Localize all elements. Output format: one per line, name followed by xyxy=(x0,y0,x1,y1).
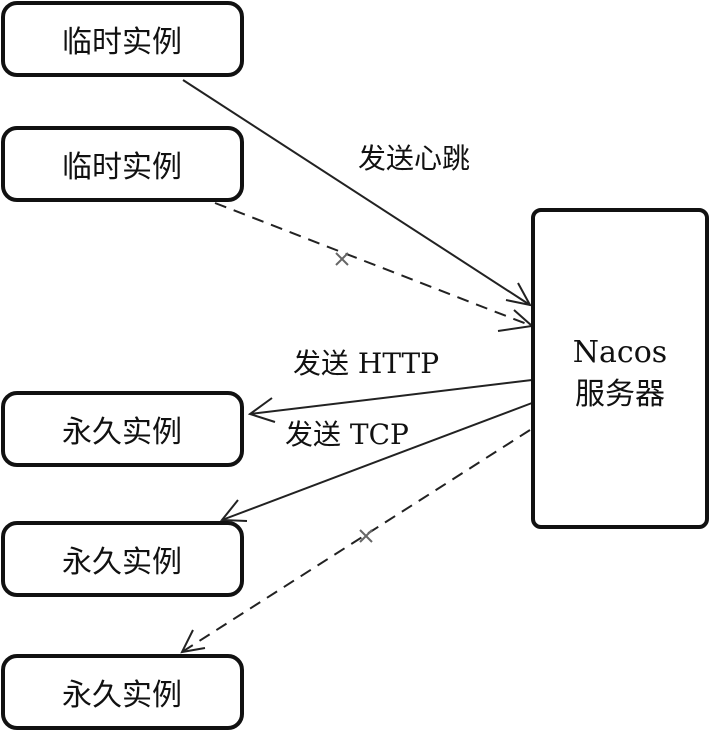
nacos-server-label-line1: Nacos xyxy=(573,335,667,370)
tcp-label: 发送 TCP xyxy=(285,418,409,451)
nacos-server-label-line2: 服务器 xyxy=(575,377,665,412)
persistent-instance-box-1: 永久实例 xyxy=(1,391,244,467)
failed-tcp-cross-mark xyxy=(359,529,373,543)
failed-tcp-arrowhead xyxy=(180,629,206,654)
http-edge xyxy=(249,379,533,415)
persistent-instance-label-1: 永久实例 xyxy=(62,415,182,450)
heartbeat-edge xyxy=(182,79,531,306)
persistent-instance-box-2: 永久实例 xyxy=(1,521,244,597)
tcp-arrowhead xyxy=(219,499,248,522)
failed-tcp-edge xyxy=(181,429,531,653)
http-arrowhead xyxy=(247,397,276,423)
tcp-edge xyxy=(221,402,533,521)
failed-heartbeat-edge xyxy=(214,202,533,327)
temp-instance-label-2: 临时实例 xyxy=(62,150,182,185)
edges xyxy=(180,79,535,654)
nacos-server-box: Nacos 服务器 xyxy=(531,208,709,529)
failed-heartbeat-cross-mark xyxy=(335,252,349,266)
persistent-instance-label-2: 永久实例 xyxy=(62,545,182,580)
temp-instance-label-1: 临时实例 xyxy=(62,25,182,60)
failed-heartbeat-arrowhead xyxy=(497,309,535,332)
temp-instance-box-2: 临时实例 xyxy=(1,126,244,202)
heartbeat-arrowhead xyxy=(505,282,532,307)
temp-instance-box-1: 临时实例 xyxy=(1,1,244,77)
heartbeat-label: 发送心跳 xyxy=(358,142,470,175)
persistent-instance-label-3: 永久实例 xyxy=(62,678,182,713)
http-label: 发送 HTTP xyxy=(293,347,439,380)
persistent-instance-box-3: 永久实例 xyxy=(1,654,244,730)
